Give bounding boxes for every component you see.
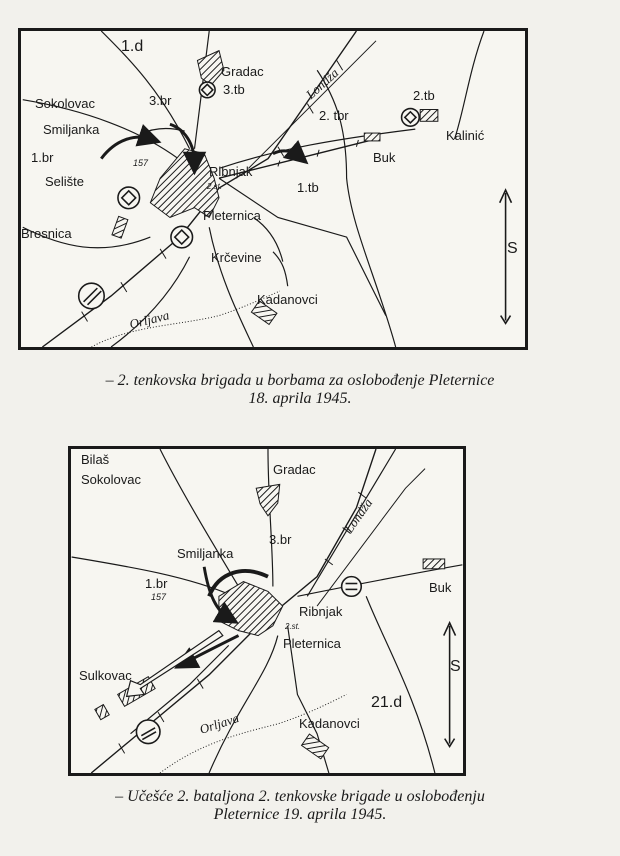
river-orljava [91, 290, 281, 347]
map2-label-bilas: Bilaš [81, 452, 110, 467]
town-kalinic [419, 109, 439, 122]
map1-label-2tb: 2.tb [413, 88, 435, 103]
attack-arrow [169, 122, 207, 176]
river-londza [316, 468, 426, 607]
map2-caption-line1: – Učešće 2. bataljona 2. tenkovske briga… [115, 788, 485, 805]
road [208, 635, 279, 773]
map1-label-1d: 1.d [121, 38, 144, 55]
map2-drawing [71, 449, 463, 773]
map2-label-157: 157 [151, 592, 167, 602]
map1-label-kadanovci: Kadanovci [257, 292, 318, 307]
river-orljava [159, 694, 347, 773]
town-buk [363, 132, 381, 142]
north-arrow [498, 188, 513, 325]
attack-arrow [174, 634, 240, 669]
road [22, 226, 151, 249]
map1-label-seliste: Selište [45, 174, 85, 189]
road [22, 99, 186, 164]
road [365, 596, 436, 773]
map2-label-sokolovac: Sokolovac [81, 472, 141, 487]
map1-label-1tb: 1.tb [297, 180, 319, 195]
map1-caption-line2: 18. aprila 1945. [248, 390, 352, 407]
town-gradac [196, 49, 225, 86]
town-kadanovci [300, 733, 330, 760]
town-kadanovci [250, 300, 278, 326]
map1-label-1br: 1.br [31, 150, 54, 165]
map2-label-kadanovci: Kadanovci [299, 716, 360, 731]
map2-label-gradac: Gradac [273, 462, 316, 477]
unit-symbol-tank [117, 186, 141, 210]
town-pleternica [218, 580, 284, 637]
road [130, 644, 230, 735]
map2-label-smiljanka: Smiljanka [177, 546, 234, 561]
river-londza [248, 40, 377, 169]
attack-line [272, 251, 289, 287]
map-pleternica-18-april: 1.d Gradac 3.tb 3.br Londža 2.tb Sokolov… [18, 28, 528, 350]
map1-drawing [22, 31, 513, 347]
road [316, 69, 397, 347]
road [208, 227, 254, 347]
map1-label-2tbr: 2. tbr [319, 108, 349, 123]
road [267, 449, 274, 587]
map1-label-kalinic: Kalinić [446, 128, 485, 143]
map1-label-gradac: Gradac [221, 64, 264, 79]
attack-line [253, 216, 284, 262]
unit-symbol-tank [340, 575, 363, 598]
town-small [94, 703, 110, 721]
map1-label-ribnjak: Ribnjak [209, 164, 253, 179]
map2-label-sulkovac: Sulkovac [79, 668, 132, 683]
railway [218, 138, 377, 179]
map2-caption: – Učešće 2. bataljona 2. tenkovske briga… [0, 788, 600, 824]
map1-label-smiljanka: Smiljanka [43, 122, 100, 137]
map1-label-pleternica: Pleternica [203, 208, 261, 223]
unit-symbol-tank [400, 107, 421, 127]
map1-label-buk: Buk [373, 150, 396, 165]
road [159, 449, 240, 587]
map1-label-157: 157 [133, 158, 149, 168]
attack-arrow [202, 566, 239, 624]
road [110, 256, 191, 347]
unit-symbol-tank [170, 225, 194, 249]
map1-caption: – 2. tenkovska brigada u borbama za oslo… [0, 372, 600, 408]
road [100, 31, 191, 150]
map2-north-label: S [450, 658, 461, 675]
road [218, 177, 387, 316]
map1-label-2st: 2.st. [207, 182, 223, 191]
map1-caption-line1: – 2. tenkovska brigada u borbama za oslo… [105, 372, 495, 389]
road [218, 128, 416, 169]
road [453, 31, 485, 140]
map1-label-krcevine: Krčevine [211, 250, 262, 265]
map2-label-3br: 3.br [269, 532, 292, 547]
road [306, 449, 397, 597]
map1-label-3tb: 3.tb [223, 82, 245, 97]
town-gradac [255, 483, 281, 517]
map2-label-ribnjak: Ribnjak [299, 604, 343, 619]
map2-label-pleternica: Pleternica [283, 636, 341, 651]
map1-label-sokolovac: Sokolovac [35, 96, 95, 111]
town-buk [422, 558, 446, 570]
map2-label-2st: 2.st. [285, 622, 301, 631]
unit-symbol-tank [77, 282, 105, 310]
unit-symbol-tank [198, 81, 216, 99]
attack-arrow [272, 140, 309, 165]
attack-arrow-hollow [125, 629, 224, 698]
north-arrow [443, 620, 457, 748]
attack-arrow-hollow [207, 569, 269, 598]
map1-label-bresnica: Bresnica [21, 226, 72, 241]
map1-north-label: S [507, 240, 518, 257]
town-bresnica [111, 215, 129, 239]
road [71, 556, 234, 597]
map2-label-1br: 1.br [145, 576, 168, 591]
map1-label-3br: 3.br [149, 93, 172, 108]
attack-arrow [100, 124, 162, 160]
map2-caption-line2: Pleternice 19. aprila 1945. [213, 806, 387, 823]
map-pleternica-19-april: Bilaš Sokolovac Gradac Londža 3.br Smilj… [68, 446, 466, 776]
map2-label-buk: Buk [429, 580, 452, 595]
attack-line [140, 127, 185, 135]
map2-label-21d: 21.d [371, 694, 403, 711]
